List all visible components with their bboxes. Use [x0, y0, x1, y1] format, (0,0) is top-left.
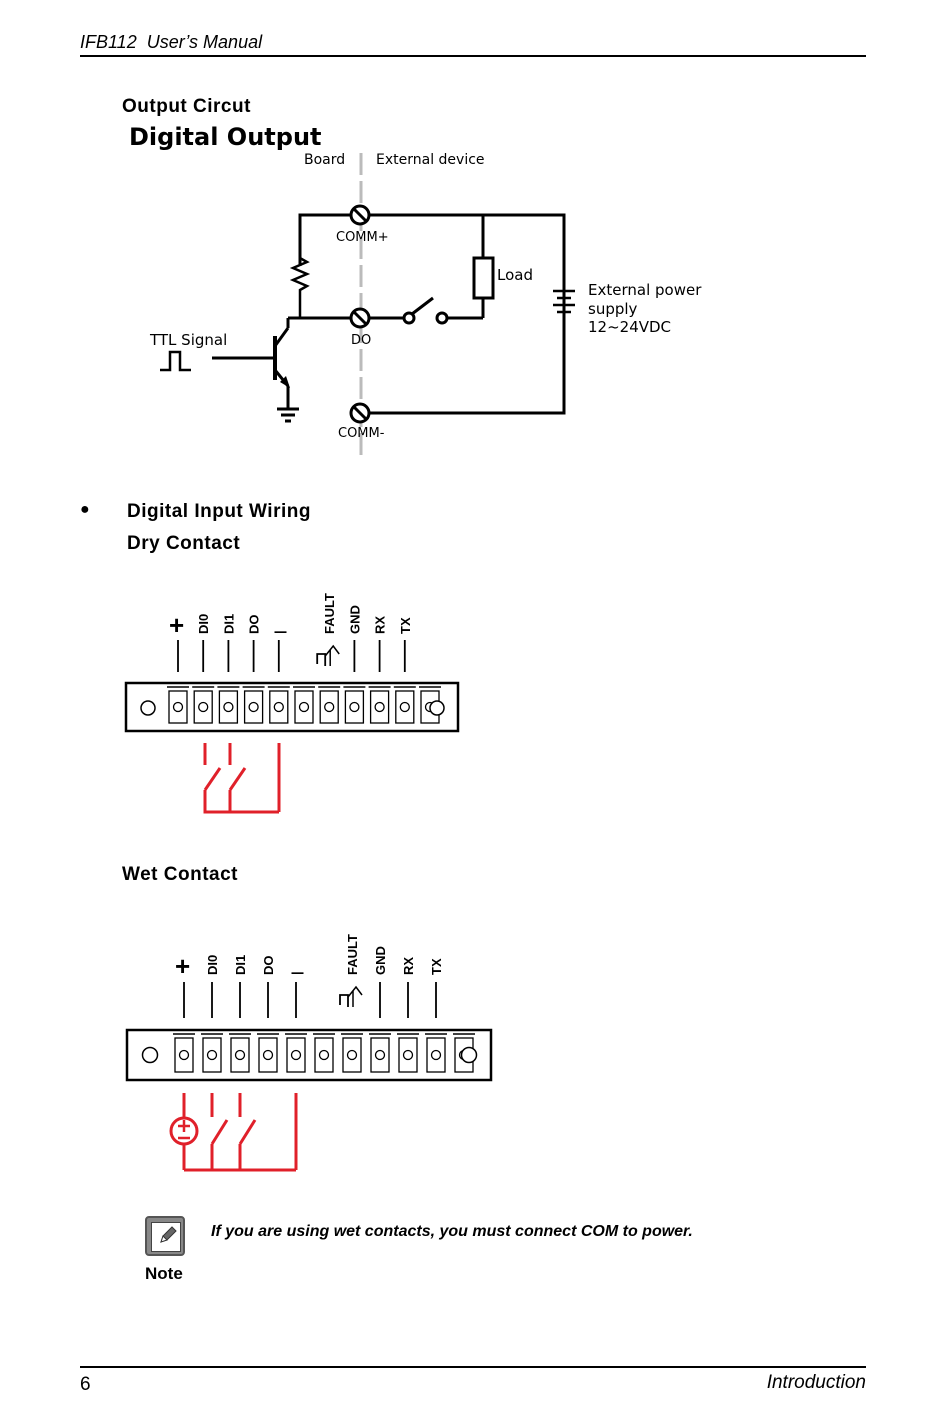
manual-title: IFB112 User’s Manual — [80, 32, 263, 52]
dry-contact-heading: Dry Contact — [127, 533, 241, 554]
terminal-slot — [343, 686, 366, 724]
comm-wire — [298, 213, 566, 415]
dry-contact-wiring — [203, 743, 281, 814]
power-label-2: supply — [588, 300, 638, 318]
footer-rule — [80, 1366, 866, 1368]
terminal-slot — [267, 686, 290, 724]
wet-contact-wiring — [169, 1093, 298, 1172]
header-rule — [80, 55, 866, 57]
terminal-slot — [242, 686, 265, 724]
terminal-slot — [192, 686, 215, 724]
mount-hole-left — [140, 700, 156, 716]
power-source-icon — [169, 1116, 199, 1146]
terminal-slot — [173, 1033, 195, 1073]
terminal-slot — [257, 1033, 279, 1073]
pin-label: DI0 — [205, 955, 220, 975]
mount-hole-left — [141, 1046, 159, 1064]
terminal-slot — [313, 1033, 335, 1073]
terminal-slot — [217, 686, 240, 724]
plus-minus-icon — [178, 1120, 190, 1140]
note-pencil-icon — [145, 1216, 185, 1256]
note-text: If you are using wet contacts, you must … — [211, 1223, 693, 1240]
terminal-slot — [285, 1033, 307, 1073]
terminal-slot — [368, 686, 391, 724]
pin-label: TX — [398, 617, 413, 634]
switch-contact-b — [435, 311, 449, 325]
dry-contact-diagram: + DI0 DI1 DO | FAULT GND RX TX — [124, 593, 460, 814]
load-resistor — [472, 256, 495, 300]
board-label: Board — [304, 152, 345, 168]
wet-contact-diagram: + DI0 DI1 DO | FAULT GND RX TX — [125, 934, 493, 1172]
comm-minus-label: COMM- — [338, 426, 385, 441]
terminal-slot — [393, 686, 416, 724]
pin-label: RX — [401, 957, 416, 975]
battery-icon — [553, 289, 575, 314]
pin-label: FAULT — [345, 934, 360, 975]
pin-label: | — [272, 630, 287, 634]
wet-contact-heading: Wet Contact — [122, 864, 238, 885]
pin-label: + — [169, 610, 184, 640]
bullet-icon: ● — [80, 501, 90, 518]
comm-plus-label: COMM+ — [336, 230, 389, 245]
switch-contact-a — [402, 311, 416, 325]
pin-label: DO — [247, 615, 262, 635]
pin-label: DI1 — [233, 955, 248, 975]
pin-label: DI1 — [221, 614, 236, 634]
pin-label: FAULT — [322, 593, 337, 634]
note-label: Note — [145, 1264, 183, 1283]
pin-label: DI0 — [196, 614, 211, 634]
terminal-slot — [341, 1033, 363, 1073]
terminal-slot — [201, 1033, 223, 1073]
pin-label: RX — [373, 616, 388, 634]
comm-plus-terminal — [349, 204, 371, 226]
fault-relay-icon — [339, 994, 349, 1007]
ttl-pulse-icon — [160, 350, 191, 372]
pin-label: GND — [373, 946, 388, 975]
fault-relay-icon — [316, 653, 327, 666]
terminal-slot — [167, 686, 189, 724]
pin-label: + — [175, 951, 190, 981]
load-label: Load — [497, 266, 533, 284]
ttl-signal-label: TTL Signal — [149, 331, 227, 349]
mount-hole-right — [460, 1046, 478, 1064]
section-name: Introduction — [766, 1372, 866, 1393]
power-label-1: External power — [588, 281, 702, 299]
page-number: 6 — [80, 1374, 91, 1395]
terminal-slot — [318, 686, 341, 724]
diagram-title: Digital Output — [129, 123, 322, 151]
output-circuit-heading: Output Circut — [122, 96, 251, 117]
terminal-slot — [425, 1033, 447, 1073]
pin-label: TX — [429, 958, 444, 975]
pin-label: GND — [347, 605, 362, 634]
digital-output-diagram: Digital Output Board External device Loa… — [129, 123, 702, 456]
terminal-slot — [293, 686, 315, 724]
comm-minus-terminal — [349, 402, 371, 424]
do-terminal — [349, 307, 371, 329]
pullup-resistor — [289, 255, 311, 318]
do-label: DO — [351, 333, 371, 348]
external-device-label: External device — [376, 152, 485, 168]
pin-label: | — [289, 971, 304, 975]
terminal-slot — [369, 1033, 391, 1073]
mount-hole-right — [429, 700, 445, 716]
power-label-3: 12~24VDC — [588, 318, 671, 336]
pin-label: DO — [261, 956, 276, 976]
switch-lever — [411, 296, 434, 316]
input-wiring-heading: Digital Input Wiring — [127, 501, 311, 522]
terminal-slot — [397, 1033, 419, 1073]
terminal-slot — [229, 1033, 251, 1073]
